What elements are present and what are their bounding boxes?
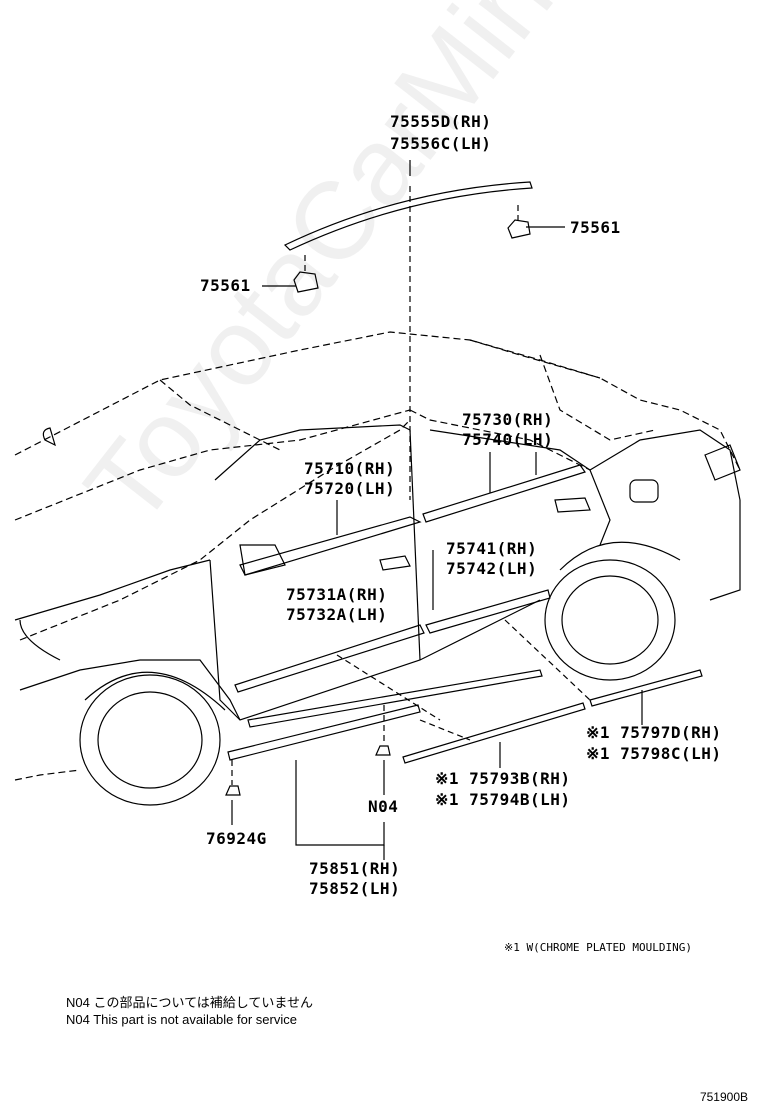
- label-rocker-rear-lh: ※1 75798C(LH): [586, 744, 722, 763]
- label-front-lower-lh: 75732A(LH): [286, 605, 388, 624]
- label-sill-rh: 75851(RH): [309, 859, 401, 878]
- label-rocker-mid-rh: ※1 75793B(RH): [435, 769, 571, 788]
- label-rocker-rear-rh: ※1 75797D(RH): [586, 723, 722, 742]
- label-clip-bottom: 76924G: [206, 829, 267, 848]
- rocker-moulding-mid: [402, 702, 586, 764]
- roof-clip-left: [293, 271, 319, 293]
- sill-moulding: [227, 704, 421, 761]
- rocker-moulding-rear: [589, 669, 703, 707]
- clip-76924g: [225, 785, 241, 796]
- front-upper-moulding: [239, 516, 422, 576]
- label-rear-lower-lh: 75742(LH): [446, 559, 538, 578]
- clip-n04: [375, 745, 391, 756]
- label-rear-upper-lh: 75740(LH): [462, 430, 554, 449]
- label-front-upper-rh: 75710(RH): [304, 459, 396, 478]
- rear-upper-moulding: [422, 464, 586, 523]
- label-roof-rh: 75555D(RH): [390, 112, 492, 131]
- dashed-guides: [231, 186, 591, 785]
- front-lower-moulding: [234, 624, 425, 693]
- label-n04: N04: [368, 797, 399, 816]
- label-roof-lh: 75556C(LH): [390, 134, 492, 153]
- label-rear-lower-rh: 75741(RH): [446, 539, 538, 558]
- label-clip-left: 75561: [200, 276, 251, 295]
- legend-chrome: ※1 W(CHROME PLATED MOULDING): [504, 941, 693, 954]
- roof-clip-right: [507, 219, 531, 239]
- label-rear-upper-rh: 75730(RH): [462, 410, 554, 429]
- leader-lines: [231, 160, 643, 860]
- note-jp: N04 この部品については補給していません: [66, 995, 314, 1010]
- label-front-lower-rh: 75731A(RH): [286, 585, 388, 604]
- label-clip-right: 75561: [570, 218, 621, 237]
- label-front-upper-lh: 75720(LH): [304, 479, 396, 498]
- car-body-outline: [14, 331, 741, 781]
- diagram-code: 751900B: [699, 1090, 748, 1104]
- note-en: N04 This part is not available for servi…: [66, 1012, 297, 1027]
- roof-drip-moulding: [283, 181, 533, 251]
- car-body-solid: [14, 424, 741, 806]
- rear-lower-moulding: [425, 589, 551, 634]
- label-rocker-mid-lh: ※1 75794B(LH): [435, 790, 571, 809]
- rocker-moulding-front: [247, 669, 543, 728]
- label-sill-lh: 75852(LH): [309, 879, 401, 898]
